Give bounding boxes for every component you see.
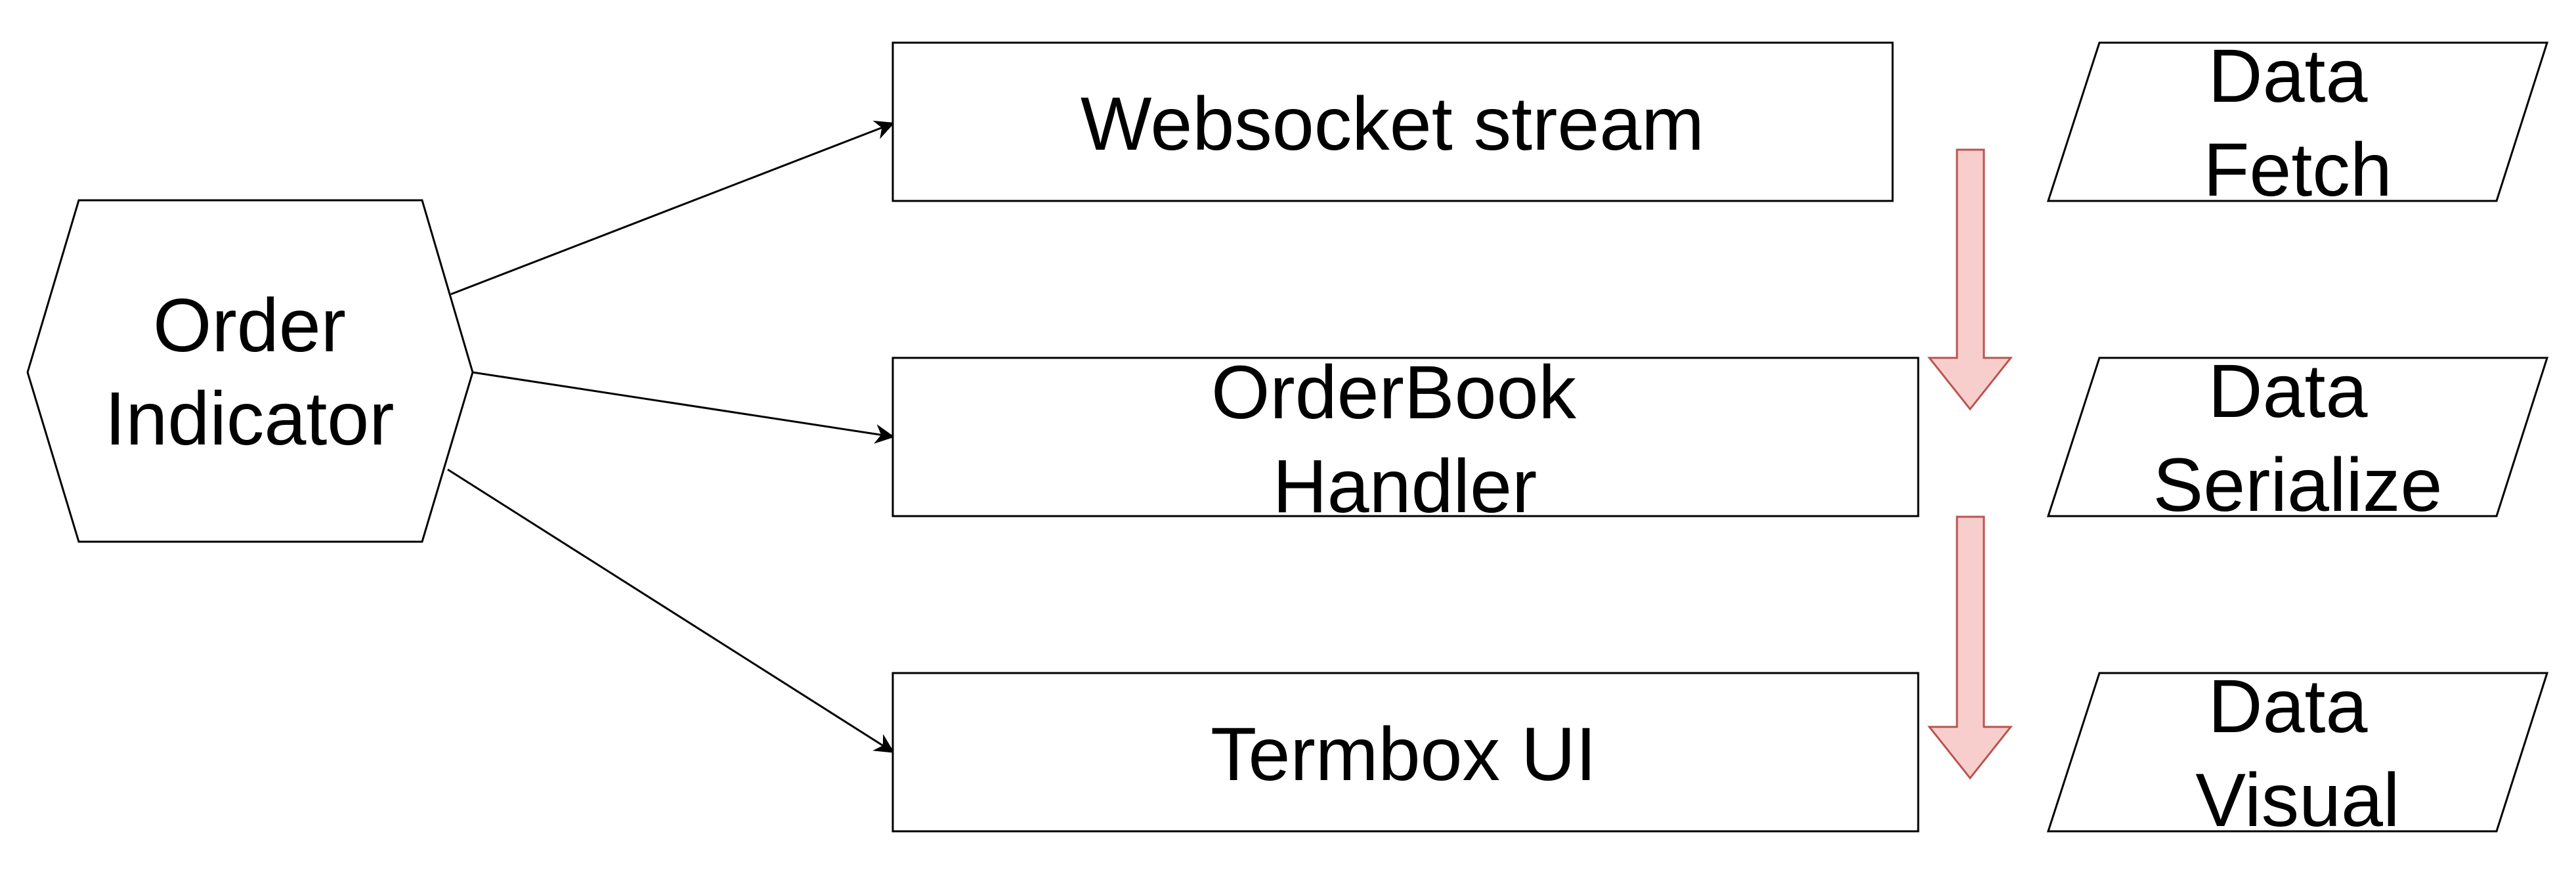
data-serialize-shape bbox=[2046, 357, 2549, 517]
termbox-ui-node[interactable]: Termbox UI bbox=[891, 672, 1920, 833]
orderbook-handler-label-line1: OrderBook bbox=[1211, 351, 1577, 435]
websocket-stream-box bbox=[891, 41, 1894, 202]
termbox-ui-label: Termbox UI bbox=[1211, 712, 1597, 796]
hexagon-shape bbox=[26, 199, 474, 543]
data-fetch-label-line1: Data bbox=[2208, 34, 2368, 118]
data-visual-label-line2: Visual bbox=[2195, 758, 2399, 842]
connector-arrow-termbox bbox=[447, 468, 895, 753]
data-fetch-label-line2: Fetch bbox=[2203, 128, 2392, 212]
connector-arrow-orderbook bbox=[472, 371, 895, 444]
order-indicator-label-line2: Indicator bbox=[104, 377, 394, 461]
order-indicator-node[interactable]: Order Indicator bbox=[26, 199, 474, 543]
data-serialize-label-line1: Data bbox=[2208, 349, 2368, 433]
connector-arrow-websocket bbox=[450, 120, 895, 295]
flow-down-arrow-1 bbox=[1927, 148, 2013, 411]
orderbook-handler-box bbox=[891, 357, 1920, 517]
websocket-stream-node[interactable]: Websocket stream bbox=[891, 41, 1894, 202]
data-serialize-label-line2: Serialize bbox=[2153, 443, 2442, 527]
orderbook-handler-node[interactable]: OrderBook Handler bbox=[891, 351, 1920, 529]
flow-down-arrow-2 bbox=[1927, 515, 2013, 780]
data-visual-stage[interactable]: Data Visual bbox=[2046, 665, 2549, 842]
data-fetch-shape bbox=[2046, 41, 2549, 202]
order-indicator-label-line1: Order bbox=[153, 284, 346, 368]
data-visual-label-line1: Data bbox=[2208, 665, 2368, 749]
orderbook-handler-label-line2: Handler bbox=[1273, 445, 1537, 529]
data-visual-shape bbox=[2046, 672, 2549, 833]
termbox-ui-box bbox=[891, 672, 1920, 833]
data-serialize-stage[interactable]: Data Serialize bbox=[2046, 349, 2549, 527]
data-fetch-stage[interactable]: Data Fetch bbox=[2046, 34, 2549, 212]
websocket-stream-label: Websocket stream bbox=[1081, 82, 1704, 166]
